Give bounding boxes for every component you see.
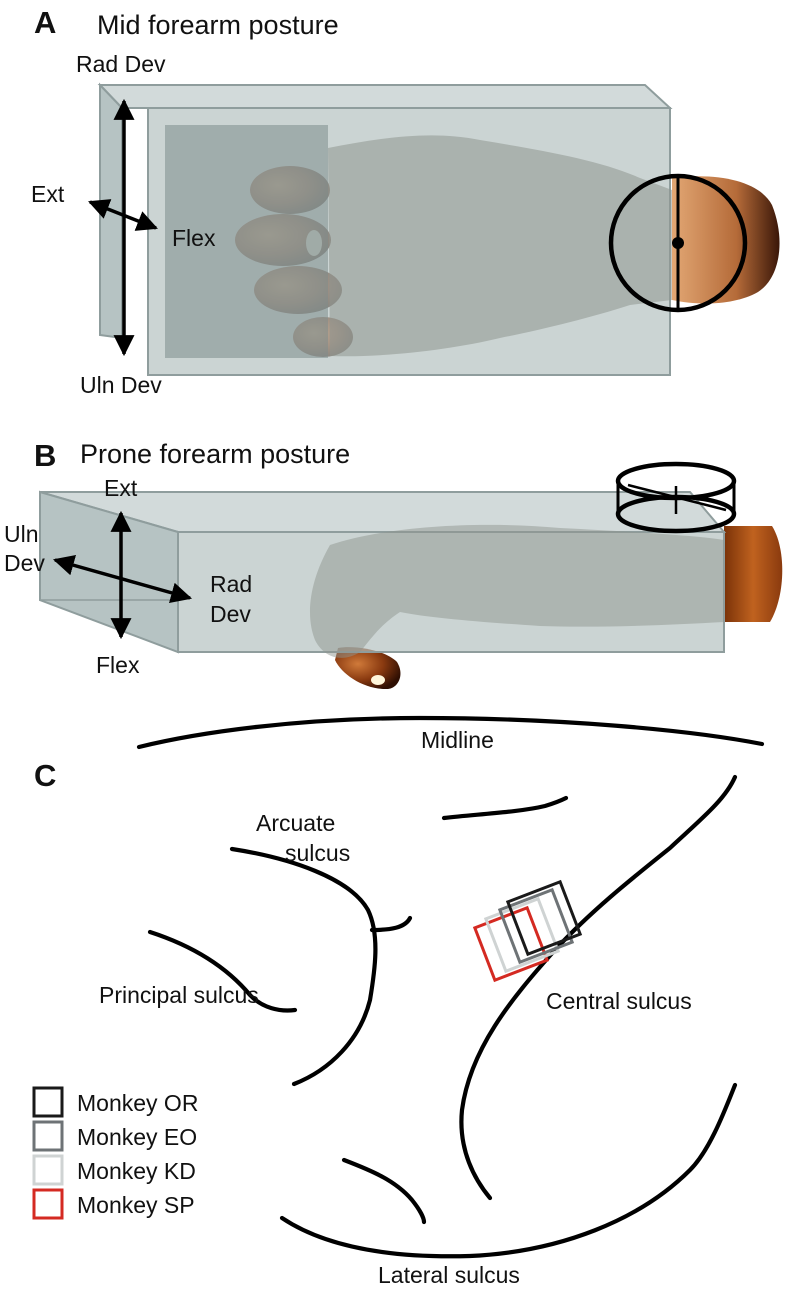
arcuate-label-2: sulcus [285, 840, 350, 866]
lower-short-sulcus [341, 1157, 427, 1225]
arcuate-spur [369, 915, 413, 933]
arcuate-label-1: Arcuate [256, 810, 335, 836]
legend: Monkey OR Monkey EO Monkey KD Monkey SP [32, 1086, 198, 1220]
panel-c-letter: C [34, 758, 56, 793]
legend-swatch-eo [32, 1120, 64, 1152]
panel-a: A Mid forearm posture [31, 5, 780, 398]
panel-b-rad-label-1: Rad [210, 571, 252, 597]
legend-label-sp: Monkey SP [77, 1192, 195, 1218]
square-monkey-sp [472, 905, 550, 983]
panel-b-title: Prone forearm posture [80, 439, 350, 469]
panel-a-gimbal [608, 173, 748, 313]
panel-a-rad-dev-label: Rad Dev [76, 51, 166, 77]
square-monkey-or [505, 879, 583, 957]
panel-b-fingertip [335, 647, 401, 690]
legend-item-or: Monkey OR [32, 1086, 198, 1118]
panel-b-ext-label: Ext [104, 475, 138, 501]
panel-b-wrist [724, 526, 783, 622]
legend-swatch-sp [32, 1188, 64, 1220]
panel-a-title: Mid forearm posture [97, 10, 339, 40]
panel-b-rad-label-2: Dev [210, 601, 251, 627]
midline-curve [136, 715, 765, 750]
legend-swatch-or [32, 1086, 64, 1118]
recording-squares [472, 879, 583, 983]
legend-item-eo: Monkey EO [32, 1120, 197, 1152]
principal-label: Principal sulcus [99, 982, 259, 1008]
panel-b-gimbal [615, 461, 737, 534]
panel-b-uln-label-2: Dev [4, 550, 45, 576]
principal-sulcus [147, 929, 298, 1013]
panel-b-workspace-box [39, 490, 727, 658]
arcuate-sulcus [229, 846, 378, 1087]
panel-a-letter: A [34, 5, 56, 40]
panel-b-letter: B [34, 438, 56, 473]
panel-b: B Prone forearm posture [4, 438, 783, 690]
square-monkey-eo [497, 887, 575, 965]
midline-label: Midline [421, 727, 494, 753]
panel-a-ext-label: Ext [31, 181, 65, 207]
panel-c: C Midline Arcuate sulcus Principal sulcu… [32, 715, 765, 1288]
legend-swatch-kd [32, 1154, 64, 1186]
lateral-label: Lateral sulcus [378, 1262, 520, 1288]
panel-b-uln-label-1: Uln [4, 521, 39, 547]
panel-b-axes [52, 510, 193, 640]
small-sulcus [441, 795, 569, 821]
ext-flex-axis-arrow [88, 199, 158, 231]
panel-a-flex-label: Flex [172, 225, 216, 251]
legend-label-or: Monkey OR [77, 1090, 198, 1116]
legend-item-sp: Monkey SP [32, 1188, 195, 1220]
panel-a-wrist [672, 176, 780, 304]
central-label: Central sulcus [546, 988, 692, 1014]
panel-a-uln-dev-label: Uln Dev [80, 372, 162, 398]
legend-label-kd: Monkey KD [77, 1158, 196, 1184]
panel-a-axes [88, 98, 158, 357]
uln-rad-axis-arrow-b [52, 555, 193, 603]
legend-label-eo: Monkey EO [77, 1124, 197, 1150]
lateral-sulcus [279, 1082, 738, 1259]
panel-b-flex-label: Flex [96, 652, 140, 678]
legend-item-kd: Monkey KD [32, 1154, 196, 1186]
